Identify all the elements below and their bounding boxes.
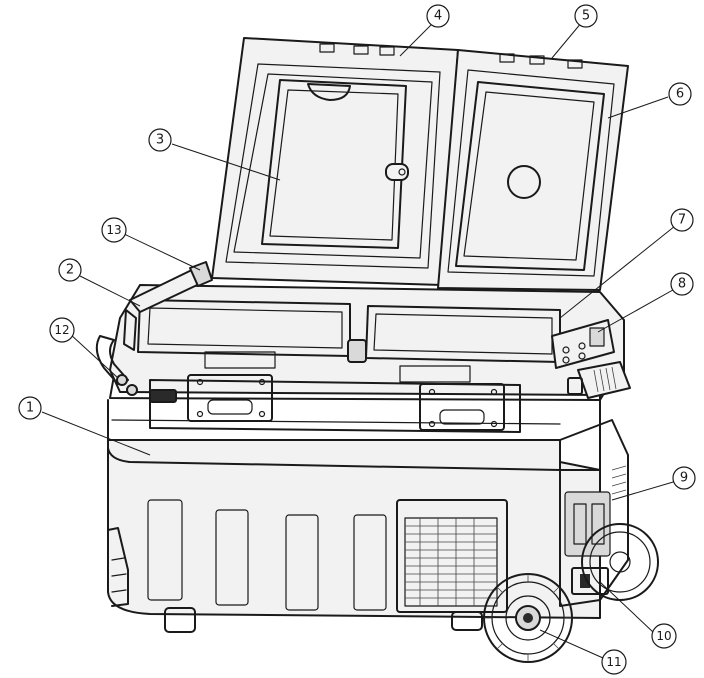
- callout-12-label: 12: [54, 323, 69, 337]
- callout-13-label: 13: [106, 223, 121, 237]
- callout-2: 2: [58, 258, 82, 282]
- callout-12: 12: [49, 317, 75, 343]
- callout-5: 5: [574, 4, 598, 28]
- callout-6: 6: [668, 82, 692, 106]
- right-lid: [437, 49, 629, 291]
- callouts: 1 2 3 4 5 6 7 8: [18, 4, 696, 675]
- front-wheel: [483, 573, 573, 663]
- callout-11-label: 11: [606, 655, 621, 669]
- callout-13: 13: [101, 217, 127, 243]
- callout-9: 9: [672, 466, 696, 490]
- front-latches: [149, 374, 521, 433]
- callout-6-label: 6: [676, 87, 684, 102]
- callout-1-label: 1: [26, 401, 34, 416]
- callout-leaders: [41, 21, 681, 659]
- cooler-body: [107, 369, 613, 633]
- callout-4-label: 4: [434, 9, 442, 24]
- callout-3: 3: [148, 128, 172, 152]
- callout-5-label: 5: [582, 9, 590, 24]
- callout-9-label: 9: [680, 471, 688, 486]
- callout-1: 1: [18, 396, 42, 420]
- callout-3-label: 3: [156, 133, 164, 148]
- side-handle: [567, 361, 631, 399]
- callout-10-label: 10: [656, 629, 671, 643]
- callout-8: 8: [670, 272, 694, 296]
- left-lid: [211, 37, 459, 286]
- rear-wheel: [581, 523, 659, 601]
- callout-8-label: 8: [678, 277, 686, 292]
- vent-grille: [396, 499, 508, 613]
- callout-10: 10: [651, 623, 677, 649]
- callout-4: 4: [426, 4, 450, 28]
- pull-handle: [95, 309, 138, 396]
- callout-11: 11: [601, 649, 627, 675]
- callout-7-label: 7: [678, 213, 686, 228]
- callout-2-label: 2: [66, 263, 74, 278]
- callout-7: 7: [670, 208, 694, 232]
